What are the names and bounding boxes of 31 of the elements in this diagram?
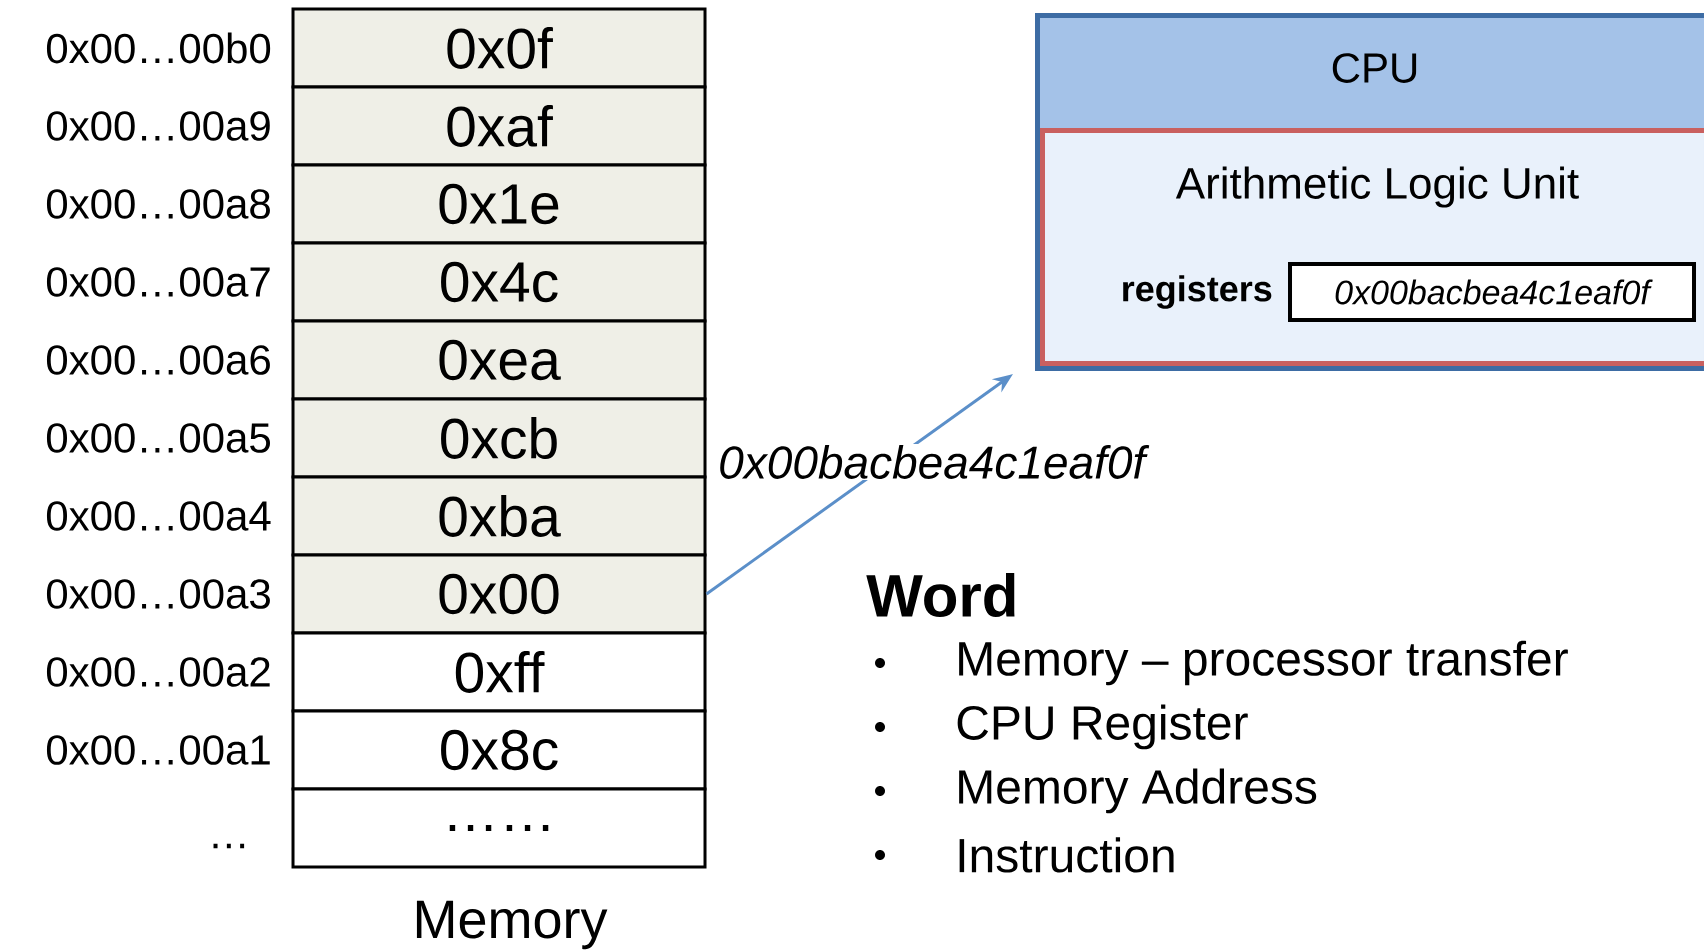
- edge-label: 0x00bacbea4c1eaf0f: [717, 444, 1150, 480]
- bullet-text: CPU Register: [957, 704, 1248, 750]
- bullet-text: Memory – processor transfer: [959, 640, 1568, 686]
- bullet-text: Instruction: [959, 837, 1174, 873]
- memory-cell: ……: [291, 787, 707, 869]
- memory-cell: 0x8c: [291, 709, 707, 791]
- address-label: 0x00…00a5: [46, 423, 270, 453]
- address-label: 0x00…00a9: [46, 111, 270, 141]
- bullet-text: Memory Address: [959, 768, 1317, 814]
- memory-cell: 0x4c: [291, 241, 707, 323]
- heading: Word: [866, 572, 1015, 617]
- memory-cell: 0xaf: [291, 85, 707, 167]
- address-label: 0x00…00b0: [46, 32, 271, 64]
- address-label: …: [213, 843, 245, 849]
- memory-cell: 0xba: [291, 475, 707, 557]
- address-label: 0x00…00a2: [46, 657, 270, 687]
- register-label: registers: [1123, 275, 1272, 309]
- address-label: 0x00…00a6: [46, 345, 270, 375]
- address-label: 0x00…00a8: [46, 189, 270, 219]
- address-label: 0x00…00a4: [46, 501, 271, 531]
- memory-cell: 0x1e: [291, 163, 707, 245]
- memory-cell: 0x00: [291, 553, 707, 635]
- register-box: 0x00bacbea4c1eaf0f: [1288, 262, 1696, 322]
- memory-cell: 0x0f: [291, 7, 707, 89]
- address-label: 0x00…00a7: [46, 267, 270, 297]
- caption: Memory: [416, 900, 608, 950]
- address-label: 0x00…00a3: [46, 579, 270, 609]
- memory-cell: 0xcb: [291, 397, 707, 479]
- memory-cell: 0xff: [291, 631, 707, 713]
- memory-cell: 0xea: [291, 319, 707, 401]
- address-label: 0x00…00a1: [46, 735, 270, 765]
